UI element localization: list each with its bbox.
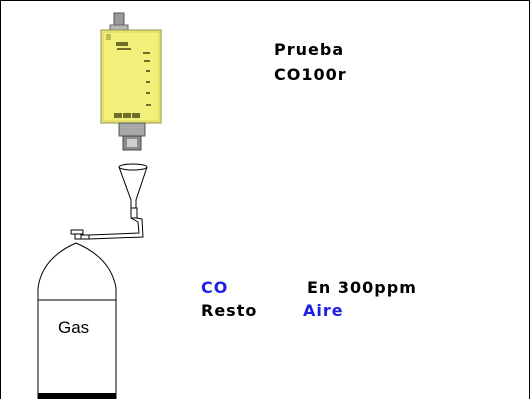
balance-label: Resto [201, 301, 258, 320]
cylinder-body [37, 242, 117, 399]
device-title-line2: CO100r [274, 65, 347, 84]
gas-tubing [88, 217, 144, 240]
co-detector [100, 12, 162, 151]
detector-body [100, 29, 162, 124]
gas-cylinder [37, 229, 117, 399]
balance-value: Aire [303, 301, 344, 320]
gas-component-value: En 300ppm [307, 278, 417, 297]
cylinder-valve [70, 229, 84, 235]
device-title-line1: Prueba [274, 40, 345, 59]
calibration-funnel [118, 163, 148, 219]
sensor-head [118, 122, 146, 137]
cylinder-base [38, 393, 116, 399]
gas-component-label: CO [201, 278, 229, 297]
cylinder-label: Gas [58, 318, 90, 337]
